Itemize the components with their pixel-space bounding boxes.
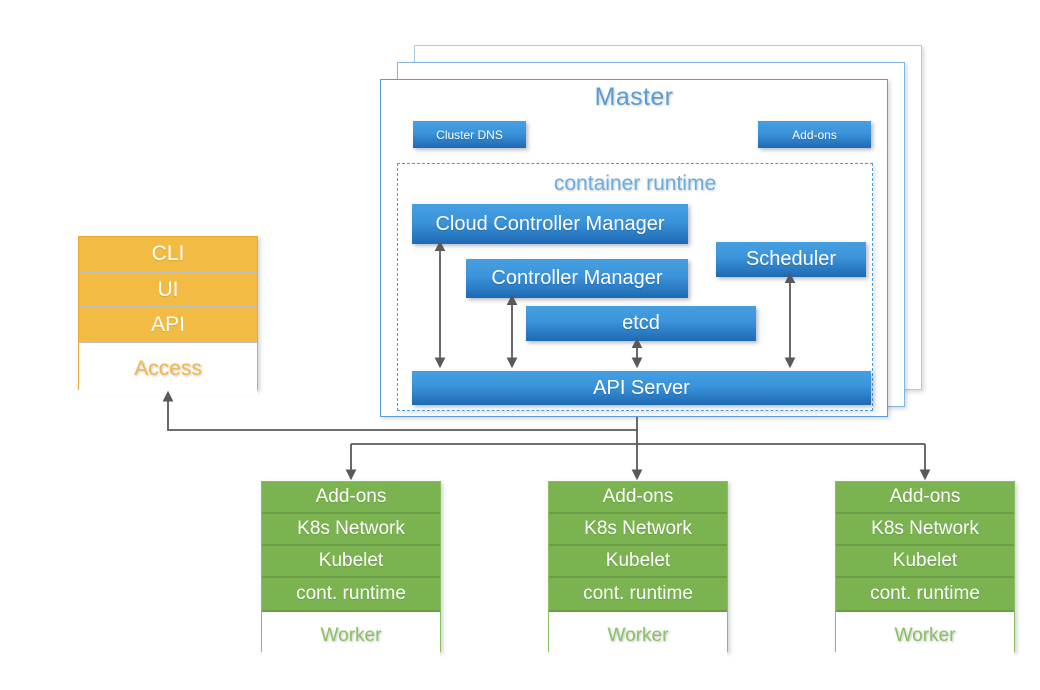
container-runtime-title: container runtime (553, 172, 717, 195)
access-row-cli[interactable]: CLI (79, 237, 257, 273)
worker-node-3: Add-ons K8s Network Kubelet cont. runtim… (835, 481, 1015, 659)
cluster-dns-box[interactable]: Cluster DNS (413, 121, 526, 148)
controller-manager-box[interactable]: Controller Manager (466, 259, 688, 298)
worker-1-row-kubelet[interactable]: Kubelet (262, 546, 440, 578)
worker-1-footer-label: Worker (262, 612, 440, 659)
scheduler-label: Scheduler (745, 248, 837, 270)
access-row-api[interactable]: API (79, 308, 257, 343)
access-row-ui-label: UI (157, 277, 179, 301)
worker-node-1: Add-ons K8s Network Kubelet cont. runtim… (261, 481, 441, 659)
scheduler-box[interactable]: Scheduler (716, 242, 866, 277)
worker-1-row-cont-runtime-label: cont. runtime (296, 583, 406, 604)
worker-2-row-cont-runtime-label: cont. runtime (583, 583, 693, 604)
worker-3-row-kubelet[interactable]: Kubelet (836, 546, 1014, 578)
cloud-controller-manager-label: Cloud Controller Manager (435, 212, 665, 235)
worker-1-row-k8s-network[interactable]: K8s Network (262, 514, 440, 546)
api-server-label: API Server (593, 376, 690, 399)
worker-3-row-addons-label: Add-ons (889, 486, 961, 507)
worker-1-row-cont-runtime[interactable]: cont. runtime (262, 578, 440, 612)
worker-3-row-k8s-network[interactable]: K8s Network (836, 514, 1014, 546)
container-runtime-region: container runtime (397, 163, 873, 411)
access-panel: CLI UI API Access (78, 236, 258, 395)
worker-1-row-addons[interactable]: Add-ons (262, 482, 440, 514)
worker-1-row-addons-label: Add-ons (315, 486, 387, 507)
worker-2-footer-label: Worker (549, 612, 727, 659)
worker-2-row-cont-runtime[interactable]: cont. runtime (549, 578, 727, 612)
controller-manager-label: Controller Manager (491, 267, 663, 289)
worker-1-row-k8s-network-label: K8s Network (297, 518, 405, 539)
worker-3-row-k8s-network-label: K8s Network (871, 518, 979, 539)
access-row-ui[interactable]: UI (79, 273, 257, 308)
master-addons-label: Add-ons (792, 127, 837, 142)
etcd-box[interactable]: etcd (526, 306, 756, 341)
worker-2-row-kubelet-label: Kubelet (605, 550, 671, 571)
etcd-label: etcd (622, 312, 660, 334)
worker-node-2: Add-ons K8s Network Kubelet cont. runtim… (548, 481, 728, 659)
worker-3-footer-label: Worker (836, 612, 1014, 659)
api-server-box[interactable]: API Server (412, 371, 871, 405)
worker-3-row-cont-runtime[interactable]: cont. runtime (836, 578, 1014, 612)
cluster-dns-label: Cluster DNS (436, 127, 503, 142)
access-row-api-label: API (151, 312, 185, 336)
worker-2-row-addons-label: Add-ons (602, 486, 674, 507)
worker-2-row-k8s-network-label: K8s Network (584, 518, 692, 539)
access-footer-label: Access (79, 343, 257, 395)
worker-2-row-addons[interactable]: Add-ons (549, 482, 727, 514)
worker-2-row-k8s-network[interactable]: K8s Network (549, 514, 727, 546)
master-addons-box[interactable]: Add-ons (758, 121, 871, 148)
worker-2-row-kubelet[interactable]: Kubelet (549, 546, 727, 578)
worker-3-row-addons[interactable]: Add-ons (836, 482, 1014, 514)
master-title: Master (594, 83, 674, 111)
cloud-controller-manager-box[interactable]: Cloud Controller Manager (412, 204, 688, 244)
worker-3-row-kubelet-label: Kubelet (892, 550, 958, 571)
worker-1-row-kubelet-label: Kubelet (318, 550, 384, 571)
access-row-cli-label: CLI (151, 242, 185, 265)
arrow-apiserver-access (162, 390, 638, 431)
master-panel: Master Cluster DNS Add-ons container run… (380, 79, 888, 417)
worker-3-row-cont-runtime-label: cont. runtime (870, 583, 980, 604)
